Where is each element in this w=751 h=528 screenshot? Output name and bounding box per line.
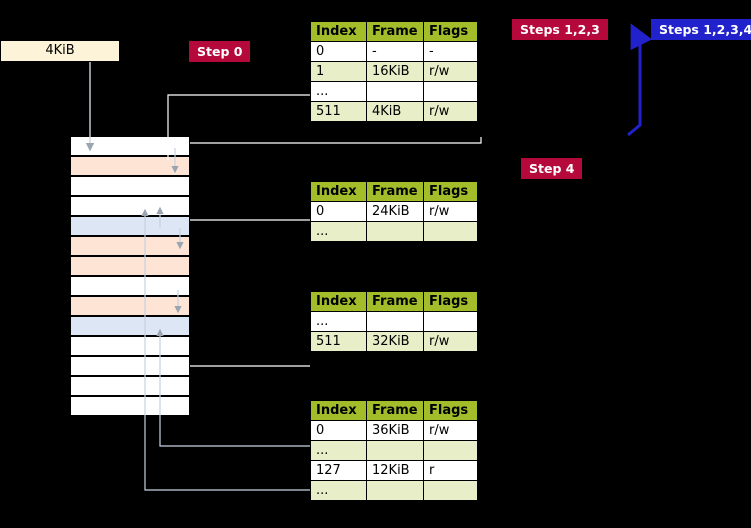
cell-index: 0: [310, 420, 367, 441]
step-4-label: Step 4: [529, 161, 575, 176]
memory-row: [70, 356, 190, 376]
cell-frame: [366, 480, 424, 501]
cell-index: ...: [310, 480, 367, 501]
table-header-row: Index Frame Flags: [310, 400, 478, 421]
memory-row: [70, 376, 190, 396]
memory-row: [70, 236, 190, 256]
memory-row: [70, 176, 190, 196]
page-table-pd: Index Frame Flags ... 511 32KiB r/w: [310, 291, 478, 352]
column-header-frame: Frame: [366, 291, 424, 312]
column-header-flags: Flags: [423, 181, 478, 202]
table-row: ...: [310, 440, 478, 461]
table-row: ...: [310, 311, 478, 332]
column-header-index: Index: [310, 181, 367, 202]
cell-index: 511: [310, 101, 367, 122]
bracket-steps-1234-upper: [630, 23, 653, 51]
page-table-pdpt: Index Frame Flags 0 24KiB r/w ...: [310, 181, 478, 242]
table-row: 0 24KiB r/w: [310, 201, 478, 222]
memory-row: [70, 296, 190, 316]
cell-frame: [366, 311, 424, 332]
memory-row: [70, 156, 190, 176]
arrow-pml4-to-memory: [190, 137, 482, 144]
table-row: ...: [310, 221, 478, 242]
cell-flags: [423, 221, 478, 242]
bracket-steps-1234-lower: [627, 42, 642, 137]
memory-frame-4kib-label: 4KiB: [45, 43, 75, 58]
memory-row: [70, 256, 190, 276]
cell-frame: 24KiB: [366, 201, 424, 222]
cell-flags: r/w: [423, 61, 478, 82]
column-header-frame: Frame: [366, 21, 424, 42]
column-header-frame: Frame: [366, 181, 424, 202]
table-row: 1 16KiB r/w: [310, 61, 478, 82]
column-header-flags: Flags: [423, 400, 478, 421]
memory-row: [70, 336, 190, 356]
cell-frame: 12KiB: [366, 460, 424, 481]
column-header-index: Index: [310, 291, 367, 312]
cell-frame: 32KiB: [366, 331, 424, 352]
step-0-badge: Step 0: [189, 41, 251, 62]
memory-row: [70, 136, 190, 156]
cell-frame: 4KiB: [366, 101, 424, 122]
cell-flags: -: [423, 41, 478, 62]
table-row: ...: [310, 480, 478, 501]
steps-1234-label: Steps 1,2,3,4: [659, 22, 751, 37]
memory-row: [70, 316, 190, 336]
column-header-index: Index: [310, 400, 367, 421]
memory-row: [70, 396, 190, 416]
table-header-row: Index Frame Flags: [310, 181, 478, 202]
cell-index: 0: [310, 201, 367, 222]
cell-frame: 36KiB: [366, 420, 424, 441]
column-header-flags: Flags: [423, 291, 478, 312]
cell-flags: [423, 440, 478, 461]
cell-index: ...: [310, 81, 367, 102]
table-row: 0 - -: [310, 41, 478, 62]
table-row: 0 36KiB r/w: [310, 420, 478, 441]
memory-row: [70, 196, 190, 216]
cell-frame: [366, 81, 424, 102]
column-header-index: Index: [310, 21, 367, 42]
cell-frame: [366, 221, 424, 242]
cell-flags: [423, 81, 478, 102]
cell-index: 511: [310, 331, 367, 352]
cell-frame: [366, 440, 424, 461]
cell-flags: [423, 311, 478, 332]
step-4-badge: Step 4: [521, 158, 583, 179]
cell-index: 127: [310, 460, 367, 481]
cell-flags: r/w: [423, 101, 478, 122]
cell-flags: r/w: [423, 420, 478, 441]
column-header-frame: Frame: [366, 400, 424, 421]
column-header-flags: Flags: [423, 21, 478, 42]
steps-1234-badge: Steps 1,2,3,4: [651, 19, 751, 40]
cell-flags: r/w: [423, 201, 478, 222]
page-table-pt: Index Frame Flags 0 36KiB r/w ... 127 12…: [310, 400, 478, 501]
cell-index: ...: [310, 440, 367, 461]
table-header-row: Index Frame Flags: [310, 21, 478, 42]
steps-123-label: Steps 1,2,3: [520, 22, 600, 37]
memory-column: [70, 136, 190, 416]
table-row: 127 12KiB r: [310, 460, 478, 481]
cell-flags: r/w: [423, 331, 478, 352]
table-header-row: Index Frame Flags: [310, 291, 478, 312]
cell-index: ...: [310, 311, 367, 332]
cell-index: 0: [310, 41, 367, 62]
memory-frame-4kib-box: 4KiB: [0, 40, 120, 62]
cell-index: 1: [310, 61, 367, 82]
page-table-pml4: Index Frame Flags 0 - - 1 16KiB r/w ...: [310, 21, 478, 122]
cell-flags: r: [423, 460, 478, 481]
cell-frame: -: [366, 41, 424, 62]
cell-frame: 16KiB: [366, 61, 424, 82]
cell-index: ...: [310, 221, 367, 242]
memory-row: [70, 216, 190, 236]
cell-flags: [423, 480, 478, 501]
table-row: ...: [310, 81, 478, 102]
table-row: 511 32KiB r/w: [310, 331, 478, 352]
step-0-label: Step 0: [197, 44, 243, 59]
memory-row: [70, 276, 190, 296]
steps-123-badge: Steps 1,2,3: [512, 19, 608, 40]
table-row: 511 4KiB r/w: [310, 101, 478, 122]
